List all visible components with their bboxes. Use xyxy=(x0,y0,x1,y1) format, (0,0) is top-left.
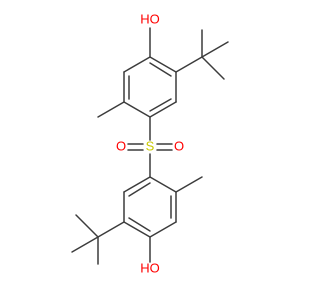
methyl-bond xyxy=(175,176,203,193)
hydroxyl-label-top: HO xyxy=(140,11,160,26)
tert-butyl-methyl-bond xyxy=(71,236,99,253)
tert-butyl-methyl-bond xyxy=(75,214,99,238)
methyl-bond xyxy=(97,101,125,118)
tert-butyl-bond xyxy=(175,56,203,73)
tert-butyl-methyl-bond xyxy=(201,56,225,80)
ring-bond xyxy=(123,101,151,118)
ring-bond xyxy=(123,56,151,73)
ring-bond xyxy=(149,221,177,238)
sulfur-label: S xyxy=(146,138,155,153)
hydroxyl-label-bottom: HO xyxy=(140,260,160,275)
ring-bond xyxy=(149,101,177,118)
atom-labels: HO HO S O O xyxy=(116,11,184,275)
ring-bond xyxy=(123,176,151,193)
double-bond-inner xyxy=(149,98,172,112)
tert-butyl-methyl-bond xyxy=(201,41,229,58)
bond-lines xyxy=(71,27,229,265)
double-bond-inner xyxy=(149,62,172,77)
sulfonyl-oxygen-left-label: O xyxy=(116,138,126,153)
sulfonyl-oxygen-right-label: O xyxy=(174,138,184,153)
molecule-structure: HO HO S O O xyxy=(71,11,229,275)
ring-bond xyxy=(149,176,177,193)
ring-bond xyxy=(149,56,177,73)
double-bond-inner xyxy=(128,182,151,197)
structure-drawing: HO HO S O O xyxy=(71,11,229,275)
ring-bond xyxy=(123,221,151,238)
tert-butyl-bond xyxy=(97,221,125,238)
double-bond-inner xyxy=(128,217,151,232)
